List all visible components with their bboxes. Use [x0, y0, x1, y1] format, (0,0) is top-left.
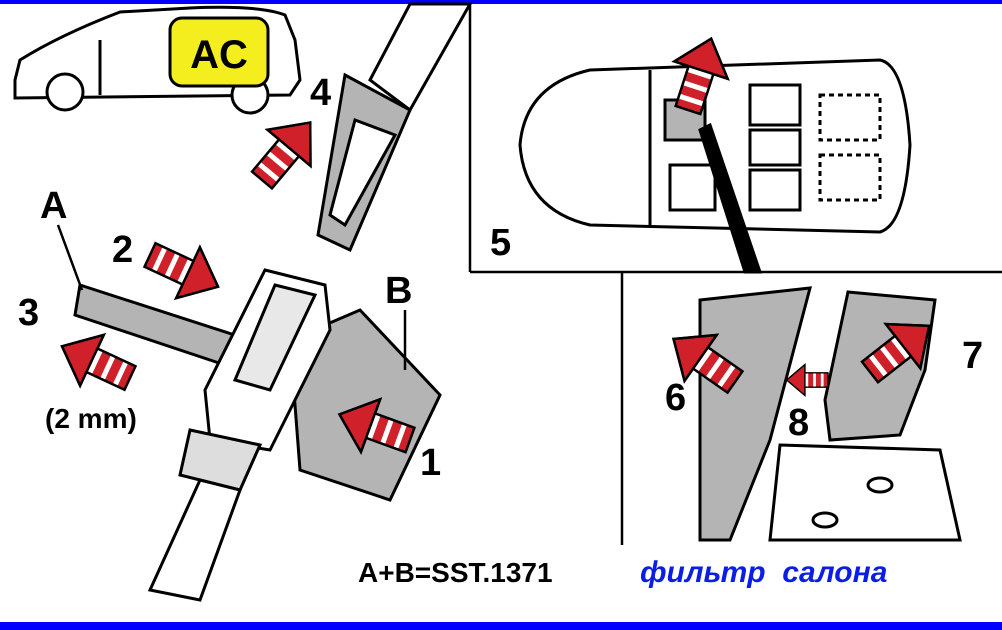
step-2-label: 2 [112, 229, 133, 271]
tool-code-label: A+B=SST.1371 [358, 557, 553, 588]
connector-icon [147, 268, 332, 602]
step-4-label: 4 [310, 72, 331, 114]
arrow-step-2 [136, 228, 232, 314]
panel-dividers [468, 4, 1002, 545]
cabin-filter-caption: фильтр салона [640, 556, 887, 589]
step-5-label: 5 [490, 222, 511, 264]
step-6-label: 6 [665, 377, 686, 419]
bottom-border [0, 622, 1002, 630]
step-7-label: 7 [962, 335, 983, 377]
top-border [0, 0, 1002, 4]
car-top-icon [518, 58, 912, 274]
label-a: A [40, 185, 67, 227]
arrow-step-8 [786, 363, 829, 397]
belt-clip-icon [316, 2, 473, 253]
ac-badge: AC [168, 16, 270, 88]
arrow-step-4 [239, 103, 333, 200]
step-8-label: 8 [788, 402, 809, 444]
label-b: B [385, 270, 412, 312]
step-1-label: 1 [420, 442, 441, 484]
gap-label: (2 mm) [45, 403, 137, 434]
step-3-label: 3 [18, 292, 39, 334]
ac-badge-text: AC [190, 33, 248, 77]
